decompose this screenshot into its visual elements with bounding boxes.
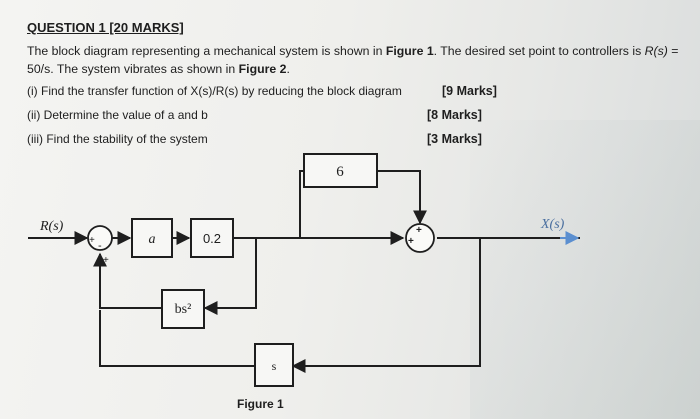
6-to-sum2-line: [377, 170, 427, 225]
block-a: [131, 218, 173, 258]
part-i-label: (i) Find the transfer function of X(s)/R…: [27, 84, 402, 98]
intro-text-3: = 50/s. The system vibrates as shown in: [27, 44, 679, 76]
intro-text-1: The block diagram representing a mechani…: [27, 44, 386, 58]
block-feedforward: [303, 153, 378, 188]
branch-to-bs2-line: [203, 238, 257, 315]
sum1-bottom-plus-sign: +: [103, 255, 109, 266]
block-a-label: a: [149, 232, 156, 247]
intro-text-2: . The desired set point to controllers i…: [433, 44, 645, 58]
branch-to-6-line: [299, 170, 304, 238]
block-feedforward-label: 6: [336, 164, 344, 180]
figure-caption: Figure 1: [237, 397, 284, 411]
block-bs2-label: bs²: [175, 302, 192, 317]
intro-text-4: .: [286, 62, 290, 76]
intro-figure2-ref: Figure 2: [238, 62, 287, 76]
part-iii-marks: [3 Marks]: [427, 132, 482, 146]
input-label: R(s): [39, 219, 64, 234]
branch-to-s-line: [291, 238, 481, 373]
intro-rs: R(s): [644, 44, 668, 58]
sum1-plus-sign: +: [89, 235, 95, 246]
intro-figure1-ref: Figure 1: [385, 44, 434, 58]
part-i-marks: [9 Marks]: [442, 84, 497, 98]
block-bs2: [161, 289, 205, 329]
part-ii-marks: [8 Marks]: [427, 108, 482, 122]
block-gain: [190, 218, 234, 258]
output-label: X(s): [540, 217, 565, 232]
part-iii-label: (iii) Find the stability of the system: [27, 132, 208, 146]
s-to-sum1-line: [99, 310, 255, 367]
sum1-minus-sign: -: [98, 240, 102, 252]
sum2-left-plus-sign: +: [408, 236, 414, 247]
summing-junction-1: [87, 225, 113, 251]
summing-junction-2: [405, 223, 435, 253]
question-intro: The block diagram representing a mechani…: [27, 42, 687, 78]
question-title: QUESTION 1 [20 MARKS]: [27, 20, 184, 35]
block-s-label: s: [272, 359, 277, 373]
part-ii-label: (ii) Determine the value of a and b: [27, 108, 208, 122]
bs2-to-sum1-line: [93, 252, 162, 309]
block-gain-label: 0.2: [203, 231, 221, 246]
sum2-top-plus-sign: +: [416, 225, 422, 236]
block-s: [254, 343, 294, 387]
